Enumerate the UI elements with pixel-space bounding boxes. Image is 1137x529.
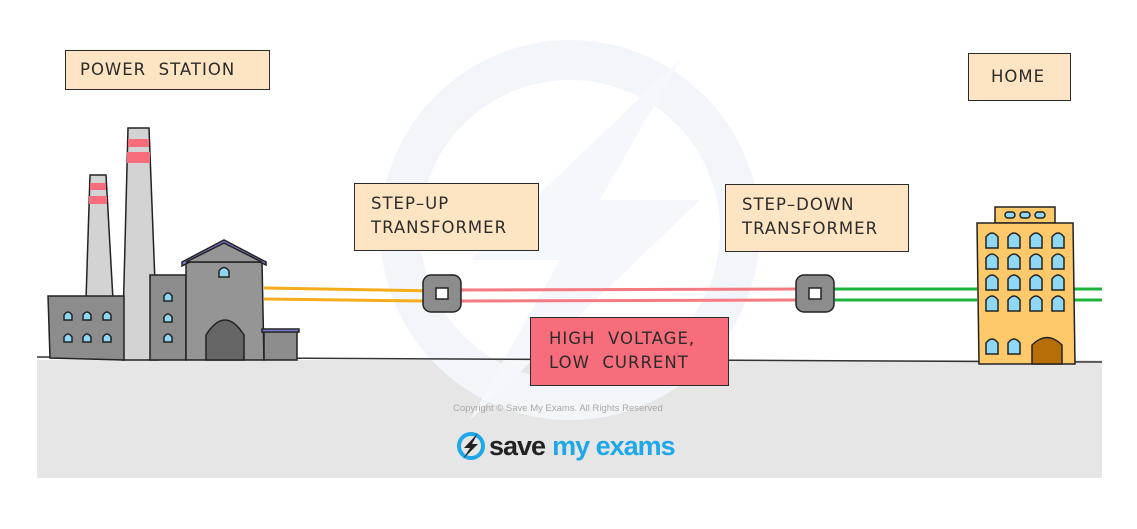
building-annex (263, 330, 298, 361)
home-window (1007, 253, 1021, 270)
lightning-bolt-logo-icon (457, 432, 485, 460)
home-building (976, 206, 1076, 365)
copyright-text: Copyright © Save My Exams. All Rights Re… (453, 403, 663, 414)
label-home: HOME (968, 53, 1071, 101)
power-station (47, 127, 300, 361)
logo-text-save: save (489, 430, 546, 461)
step-down-transformer-core (795, 274, 835, 313)
wire-station-to-stepup-top (263, 286, 441, 293)
label-step-down-transformer: STEP–DOWN TRANSFORMER (725, 184, 909, 252)
home-window (1029, 295, 1043, 312)
home-window (1029, 274, 1043, 291)
home-door (1031, 336, 1063, 365)
wire-station-to-stepup-bottom (263, 297, 427, 303)
home-window (1007, 295, 1021, 312)
wire-high-voltage-bottom (457, 298, 801, 303)
building-door (205, 319, 245, 361)
save-my-exams-logo: save my exams (456, 428, 676, 464)
home-window (1051, 295, 1065, 312)
home-window (1007, 232, 1021, 249)
label-step-up-transformer: STEP–UP TRANSFORMER (354, 183, 539, 251)
roof (181, 239, 267, 268)
home-window (985, 274, 999, 291)
home-window (985, 253, 999, 270)
logo-text-my-exams: my exams (552, 430, 676, 461)
home-window (1051, 274, 1065, 291)
label-high-voltage-low-current: HIGH VOLTAGE, LOW CURRENT (530, 317, 729, 386)
home-window (1051, 253, 1065, 270)
home-window (985, 295, 999, 312)
home-window (985, 232, 999, 249)
wire-high-voltage-top (449, 287, 816, 292)
home-window (1007, 274, 1021, 291)
home-window (1007, 338, 1021, 355)
chimney-small (85, 174, 114, 301)
home-window (1029, 232, 1043, 249)
step-up-transformer-core (422, 274, 462, 313)
building-left (47, 295, 125, 361)
home-window (1051, 232, 1065, 249)
label-power-station: POWER STATION (65, 50, 270, 90)
home-windows (985, 232, 1065, 355)
home-window (1029, 253, 1043, 270)
home-window (985, 338, 999, 355)
